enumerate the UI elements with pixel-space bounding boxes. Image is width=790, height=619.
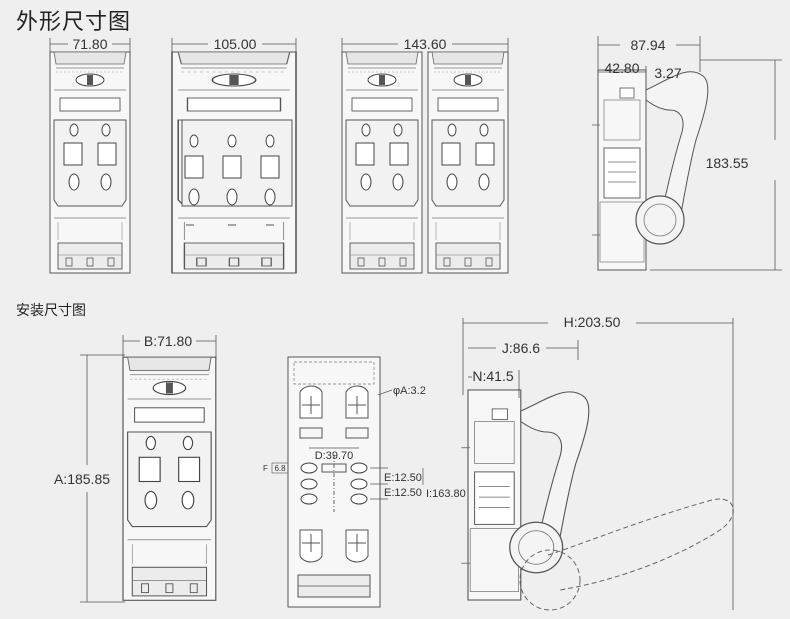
dim-label-side-a: 42.80 [604,60,639,76]
dim-side: 87.94 42.80 3.27 183.55 [597,36,782,271]
dim-label-E1: E:12.50 [384,472,422,484]
mounting-drawing-title: 安装尺寸图 [16,303,86,319]
dim-A: A:185.85 [54,354,125,603]
dim-label-J: J:86.6 [502,340,540,356]
outline-4p-drawing-left [341,51,423,274]
dim-B: B:71.80 [122,333,217,360]
dim-label-I: I:163.80 [426,488,466,500]
mount-base-drawing [287,356,381,608]
dim-71-80: 71.80 [49,36,131,55]
mount-front-drawing [122,356,217,601]
mount-side-dims: H:203.50 J:86.6 N:41.5 [462,314,734,610]
outline-3p-internals [181,119,293,226]
outline-1p-drawing [49,51,131,274]
dim-label-N: N:41.5 [472,368,513,384]
dim-label-E2: E:12.50 [384,487,422,499]
dim-label-D: D:39.70 [315,450,354,462]
outline-4p-drawing-right [427,51,509,274]
mount-side-drawing [460,389,590,601]
dim-label-B: B:71.80 [144,333,192,349]
dim-label-side-b: 3.27 [654,65,681,81]
dim-label-F: F [263,464,268,473]
dim-label-A: A:185.85 [54,471,110,487]
dim-label-3p: 105.00 [214,36,257,52]
dim-label-side-h: 183.55 [706,155,749,171]
mount-side-opened-handle [519,498,734,611]
dim-label-4p: 143.60 [404,36,447,52]
mount-base-dims: φA:3.2 D:39.70 F 6.8 E:12.50 E:12.50 I:1… [263,385,466,500]
dim-label-H: H:203.50 [564,314,621,330]
dim-label-1p: 71.80 [72,36,107,52]
outline-side-drawing [591,69,709,271]
dim-label-phiA: φA:3.2 [393,385,426,397]
dim-105-00: 105.00 [171,36,297,55]
dim-label-F-value: 6.8 [274,464,286,473]
dim-label-side-total: 87.94 [630,37,665,53]
outline-drawing-title: 外形尺寸图 [16,10,132,35]
dim-143-60: 143.60 [341,36,509,55]
